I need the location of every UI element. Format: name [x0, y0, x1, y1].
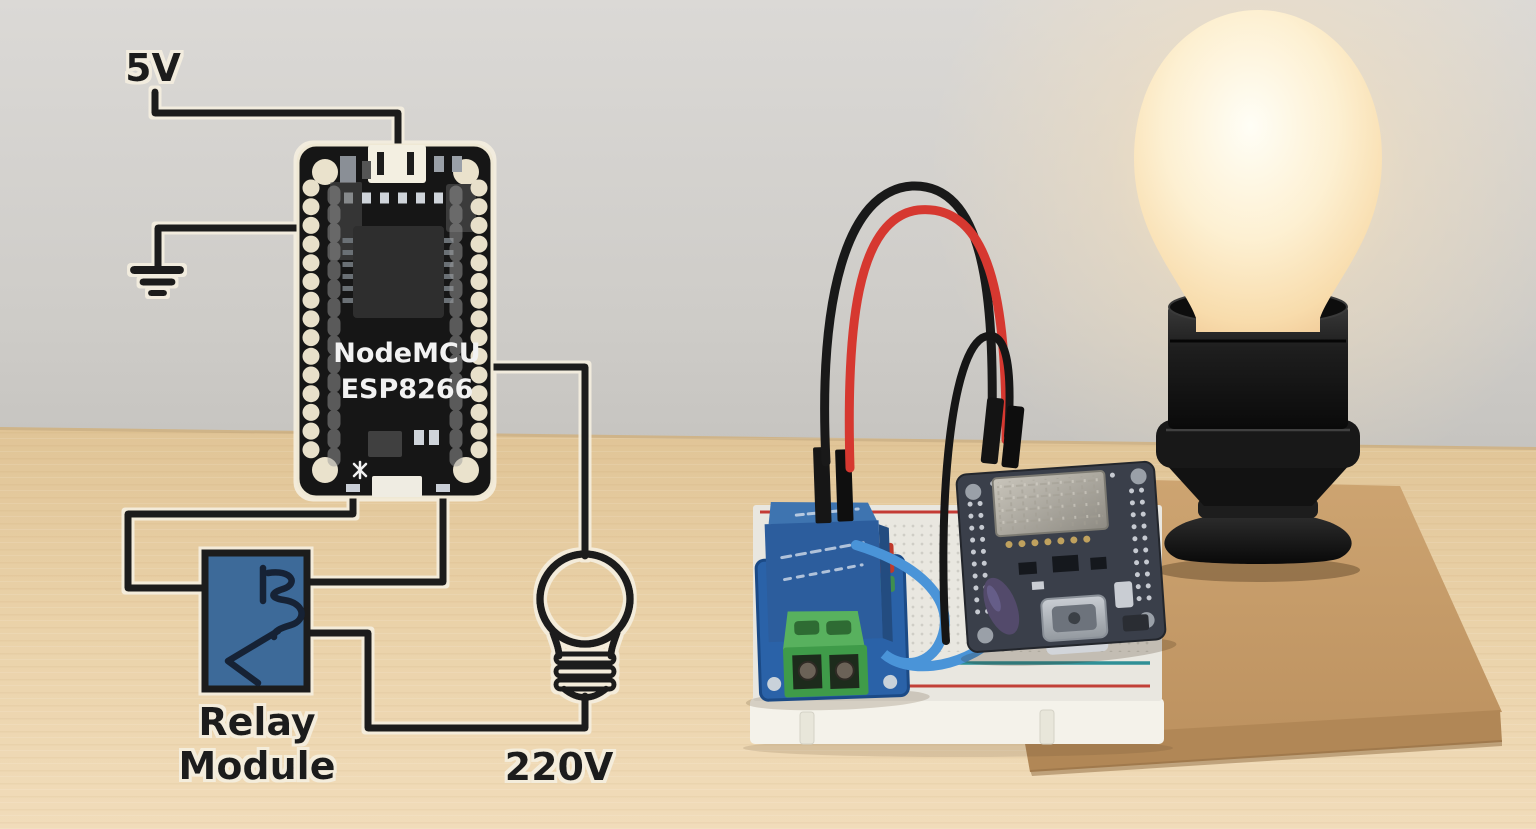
mdf-shadow-line — [1030, 740, 1502, 776]
relay-box — [201, 549, 311, 693]
pcb-screw — [883, 674, 898, 689]
board-hole — [965, 483, 982, 500]
relay-contact-icon — [224, 564, 305, 687]
flash-button — [372, 476, 422, 497]
micro-usb-port — [1040, 594, 1109, 642]
solder-pad — [346, 484, 360, 492]
mdf-front-edge — [1024, 710, 1502, 772]
dupont-connector — [1001, 405, 1025, 469]
jumper-wire-blue — [851, 540, 1005, 672]
socket-cylinder — [1168, 305, 1348, 429]
rf-shield — [991, 469, 1109, 538]
star-mark-icon — [352, 460, 368, 480]
nodemcu-board-symbol: NodeMCU ESP8266 — [296, 143, 494, 499]
hardware-photo — [743, 10, 1502, 776]
jumper-wires — [820, 181, 1014, 645]
board-label-line1: NodeMCU — [333, 338, 480, 369]
solder-pad — [436, 484, 450, 492]
socket-shadow — [1156, 558, 1360, 582]
dupont-connectors-right — [980, 397, 1025, 469]
dupont-connector — [980, 397, 1005, 465]
label-relay-line2: Module — [179, 744, 336, 788]
terminal-screw — [834, 660, 855, 681]
board-hole — [977, 627, 994, 644]
glowing-light-bulb — [1134, 10, 1382, 332]
gold-pads — [1005, 534, 1103, 549]
schematic-wires — [124, 88, 589, 732]
ground-symbol-icon — [130, 266, 184, 296]
label-220v: 220V — [505, 745, 614, 789]
usb-connector-icon — [368, 145, 426, 183]
dev-smd-components — [1018, 554, 1150, 632]
socket-taper — [1164, 462, 1352, 506]
wire-5v-to-usb — [151, 88, 402, 151]
label-relay-line1: Relay — [198, 700, 316, 744]
wire-board-to-relay-left — [124, 492, 357, 592]
breadboard-base — [750, 698, 1164, 744]
esp-chip — [342, 226, 454, 318]
pin-headers — [302, 179, 488, 467]
board-hole — [1130, 468, 1147, 485]
label-5v: 5V — [125, 46, 181, 90]
wire-ground — [154, 224, 302, 270]
jumper-wire-red — [844, 205, 1011, 473]
jumper-wire-black-short — [939, 331, 1014, 645]
esp-dev-board — [955, 460, 1177, 666]
socket-foot — [1164, 516, 1352, 564]
capacitor — [983, 577, 1020, 635]
wiring-diagram: NodeMCU ESP8266 5V Relay Module 220V — [124, 46, 634, 789]
breadboard-clip — [1039, 709, 1055, 745]
pcb-screw — [767, 676, 782, 691]
terminal-screw — [797, 660, 818, 681]
screw-terminal — [783, 611, 869, 698]
board-label-line2: ESP8266 — [341, 374, 474, 405]
wire-board-to-bulb — [488, 363, 589, 560]
mounting-hole — [312, 159, 338, 185]
light-bulb-icon — [536, 550, 634, 701]
relay-module-symbol — [201, 549, 311, 693]
breadboard-clip — [799, 711, 815, 745]
jumper-wire-black — [820, 181, 997, 467]
wire-relay-to-bulb — [302, 629, 589, 732]
socket-collar — [1156, 420, 1360, 468]
wire-board-to-relay-right — [304, 492, 447, 586]
